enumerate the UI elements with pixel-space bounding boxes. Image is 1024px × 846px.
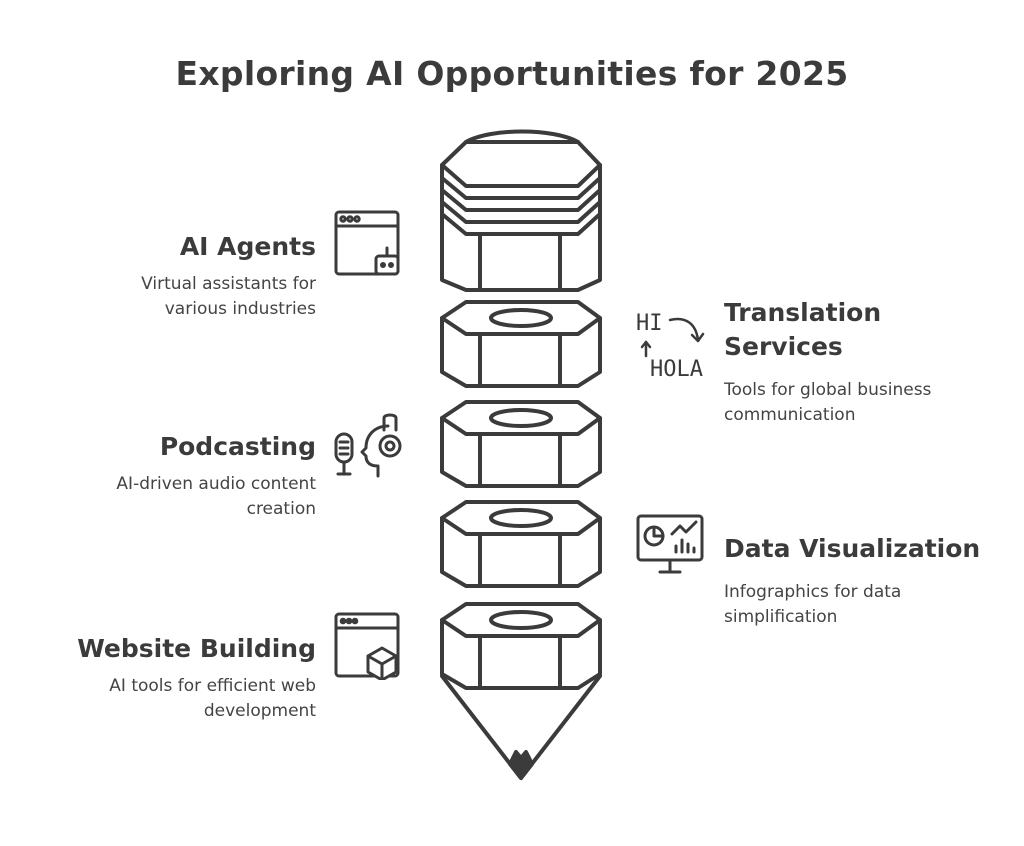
microphone-head-icon xyxy=(332,410,408,480)
item-heading: Data Visualization xyxy=(724,534,981,563)
diagram-title: Exploring AI Opportunities for 2025 xyxy=(175,54,849,93)
item-heading: Translation Services xyxy=(724,298,882,361)
item-description: Infographics for data simplification xyxy=(724,582,902,627)
hex-nut-3 xyxy=(440,500,602,588)
item-podcasting: Podcasting AI-driven audio content creat… xyxy=(16,430,316,522)
item-description: Virtual assistants for various industrie… xyxy=(141,274,316,319)
hex-nut-4 xyxy=(440,602,602,690)
item-description: AI tools for efficient web development xyxy=(109,676,316,721)
svg-text:HOLA: HOLA xyxy=(650,357,703,382)
item-heading: Website Building xyxy=(77,634,316,663)
item-translation-services: Translation Services Tools for global bu… xyxy=(724,296,1014,428)
pencil-tip xyxy=(440,674,602,780)
item-description: Tools for global business communication xyxy=(724,380,932,425)
hex-nut-1 xyxy=(440,300,602,388)
browser-bot-icon xyxy=(334,210,404,278)
item-heading: AI Agents xyxy=(179,232,316,261)
item-description: AI-driven audio content creation xyxy=(116,474,316,519)
translation-icon: HI HOLA xyxy=(636,306,710,386)
item-website-building: Website Building AI tools for efficient … xyxy=(16,632,316,724)
item-ai-agents: AI Agents Virtual assistants for various… xyxy=(16,230,316,322)
svg-text:HI: HI xyxy=(636,311,663,336)
top-cap-segment xyxy=(440,129,602,292)
item-data-visualization: Data Visualization Infographics for data… xyxy=(724,532,1014,630)
hex-nut-2 xyxy=(440,400,602,488)
item-heading: Podcasting xyxy=(159,432,316,461)
browser-box-icon xyxy=(334,612,404,680)
monitor-chart-icon xyxy=(636,514,706,578)
